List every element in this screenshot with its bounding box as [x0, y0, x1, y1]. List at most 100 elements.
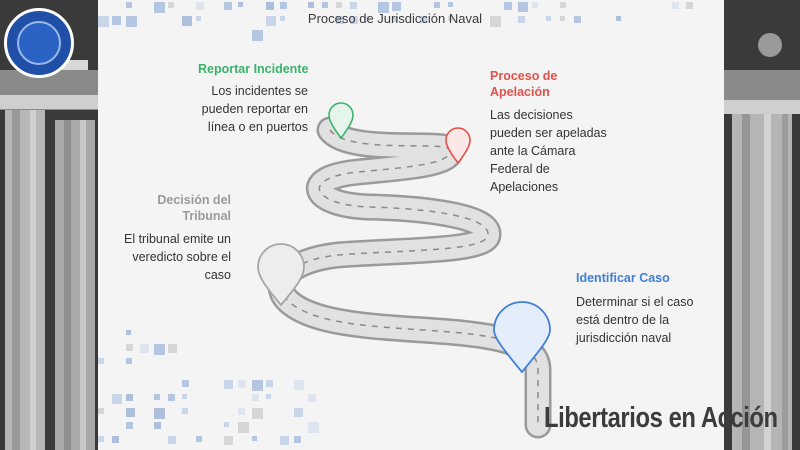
deco-square — [266, 2, 274, 10]
deco-square — [252, 394, 259, 401]
deco-square — [98, 408, 104, 414]
step-title-decision-tribunal: Decisión del Tribunal — [157, 193, 231, 223]
deco-square — [224, 2, 232, 10]
deco-square — [280, 16, 285, 21]
deco-square — [168, 436, 176, 444]
deco-square — [126, 344, 133, 351]
deco-square — [350, 16, 358, 24]
deco-square — [224, 380, 233, 389]
deco-square — [182, 394, 187, 399]
diagram-panel: Proceso de Jurisdicción Naval Reportar I… — [98, 0, 724, 450]
brand-watermark: Libertarios en Acción — [544, 402, 778, 434]
deco-square — [98, 16, 109, 27]
pin-reportar-incidente — [328, 102, 354, 140]
deco-square — [238, 380, 246, 388]
deco-square — [686, 2, 693, 9]
deco-square — [294, 380, 304, 390]
deco-square — [378, 2, 389, 13]
right-column-photo — [724, 0, 800, 450]
deco-square — [448, 16, 453, 21]
deco-square — [266, 394, 271, 399]
deco-square — [392, 2, 401, 11]
deco-square — [336, 16, 344, 24]
deco-square — [140, 344, 149, 353]
deco-square — [126, 358, 132, 364]
deco-square — [504, 2, 512, 10]
deco-square — [434, 2, 440, 8]
deco-square — [224, 422, 229, 427]
pin-decision-tribunal — [257, 243, 305, 307]
deco-square — [448, 2, 453, 7]
deco-square — [126, 330, 131, 335]
deco-square — [266, 16, 276, 26]
deco-square — [294, 408, 303, 417]
deco-square — [280, 436, 289, 445]
deco-square — [364, 16, 370, 22]
deco-square — [616, 16, 621, 21]
step-desc-proceso-apelacion: Las decisiones pueden ser apeladas ante … — [490, 108, 607, 194]
winding-road — [257, 102, 552, 439]
deco-square — [154, 2, 165, 13]
deco-square — [126, 2, 132, 8]
deco-square — [294, 436, 301, 443]
deco-square — [168, 394, 175, 401]
deco-square — [336, 2, 342, 8]
deco-square — [266, 380, 273, 387]
deco-square — [98, 358, 104, 364]
deco-square — [490, 16, 501, 27]
deco-square — [252, 380, 263, 391]
pin-proceso-apelacion — [445, 127, 471, 165]
step-desc-decision-tribunal: El tribunal emite un veredicto sobre el … — [123, 232, 231, 282]
deco-square — [154, 422, 161, 429]
deco-square — [182, 16, 192, 26]
deco-square — [238, 408, 245, 415]
deco-square — [280, 2, 287, 9]
deco-square — [196, 436, 202, 442]
deco-square — [154, 394, 160, 400]
deco-square — [126, 408, 135, 417]
deco-square — [112, 394, 122, 404]
deco-square — [224, 436, 233, 445]
deco-square — [154, 344, 165, 355]
diagram-title: Proceso de Jurisdicción Naval — [307, 11, 483, 26]
deco-square — [168, 2, 174, 8]
deco-square — [154, 408, 165, 419]
deco-square — [196, 16, 201, 21]
deco-square — [168, 344, 177, 353]
decorative-squares — [98, 2, 693, 445]
deco-square — [252, 30, 263, 41]
deco-square — [182, 380, 189, 387]
deco-square — [308, 2, 314, 8]
deco-square — [560, 2, 566, 8]
deco-square — [126, 16, 137, 27]
left-column-photo — [0, 0, 98, 450]
deco-square — [308, 394, 316, 402]
deco-square — [392, 16, 398, 22]
deco-square — [182, 408, 188, 414]
deco-square — [546, 16, 551, 21]
deco-square — [322, 2, 328, 8]
deco-square — [196, 2, 204, 10]
step-title-proceso-apelacion: Proceso de Apelación — [490, 69, 558, 99]
deco-square — [98, 436, 104, 442]
deco-square — [672, 2, 679, 9]
deco-square — [112, 436, 119, 443]
deco-square — [350, 2, 357, 9]
road-center-line — [280, 129, 539, 425]
deco-square — [252, 408, 263, 419]
step-title-reportar-incidente: Reportar Incidente — [198, 62, 309, 76]
deco-square — [238, 422, 249, 433]
deco-square — [518, 2, 528, 12]
deco-square — [252, 436, 257, 441]
step-desc-identificar-caso: Determinar si el caso está dentro de la … — [576, 295, 694, 345]
deco-square — [574, 16, 581, 23]
deco-square — [126, 422, 133, 429]
step-title-identificar-caso: Identificar Caso — [576, 271, 670, 285]
deco-square — [532, 2, 538, 8]
deco-square — [518, 16, 525, 23]
deco-square — [308, 422, 319, 433]
organization-logo — [4, 8, 74, 78]
deco-square — [112, 16, 121, 25]
deco-square — [560, 16, 565, 21]
pin-identificar-caso — [493, 301, 551, 374]
